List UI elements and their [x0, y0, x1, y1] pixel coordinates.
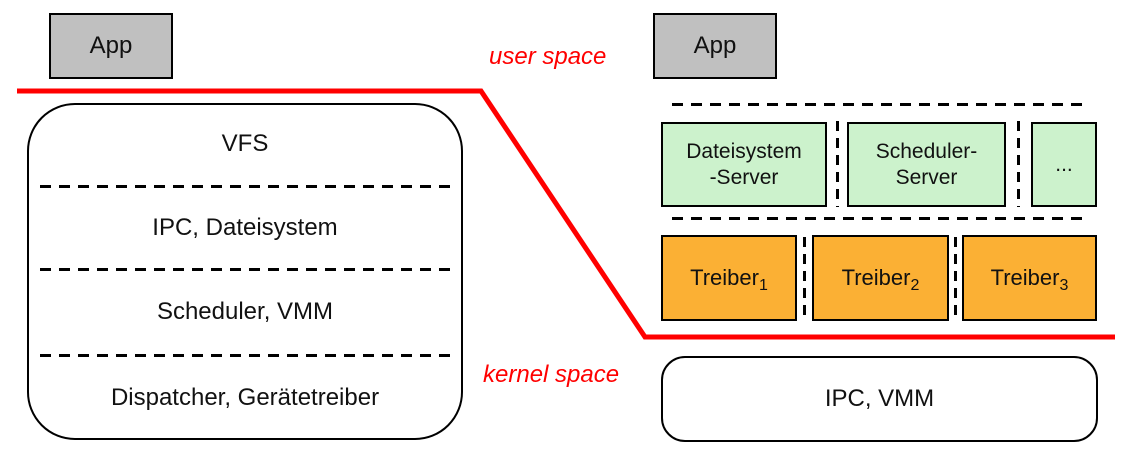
layer-divider-3 — [40, 354, 458, 357]
kernel-space-label: kernel space — [483, 361, 620, 388]
user-space-label: user space — [489, 43, 607, 70]
microkernel-app-box: App — [653, 13, 777, 79]
driver-label: Treiber2 — [841, 265, 920, 294]
monolithic-app-label: App — [89, 32, 133, 59]
server-box-scheduler: Scheduler- Server — [847, 122, 1006, 207]
driver-label: Treiber1 — [690, 265, 768, 294]
server-box-dateisystem: Dateisystem -Server — [661, 122, 827, 207]
server-label-line1: Dateisystem — [686, 139, 802, 163]
driver-subscript: 3 — [1059, 277, 1069, 294]
driver-base: Treiber — [690, 265, 759, 290]
microkernel-kernel-box: IPC, VMM — [661, 356, 1098, 442]
driver-subscript: 1 — [758, 277, 768, 294]
driver-base: Treiber — [841, 265, 911, 290]
server-separator-2 — [1017, 121, 1020, 207]
layer-scheduler-vmm: Scheduler, VMM — [156, 298, 334, 325]
microkernel-kernel-label: IPC, VMM — [824, 385, 935, 412]
server-box-ellipsis: ... — [1031, 122, 1097, 207]
layer-vfs: VFS — [221, 130, 269, 157]
driver-separator-2 — [954, 237, 957, 321]
layer-divider-1 — [40, 185, 458, 188]
driver-label: Treiber3 — [990, 265, 1069, 294]
monolithic-app-box: App — [49, 13, 173, 79]
server-separator-1 — [836, 121, 839, 207]
layer-dispatcher-geraetetreiber: Dispatcher, Gerätetreiber — [110, 384, 380, 411]
microkernel-app-label: App — [693, 32, 737, 59]
driver-separator-1 — [803, 237, 806, 321]
server-label-line1: ... — [1055, 152, 1073, 176]
servers-top-divider — [672, 103, 1088, 106]
servers-bottom-divider — [672, 217, 1088, 220]
driver-base: Treiber — [990, 265, 1060, 290]
layer-ipc-dateisystem: IPC, Dateisystem — [152, 214, 338, 241]
server-label-line2: Server — [895, 165, 958, 189]
driver-box-1: Treiber1 — [661, 235, 797, 321]
driver-subscript: 2 — [910, 277, 920, 294]
server-label-line2: -Server — [709, 165, 779, 189]
driver-box-3: Treiber3 — [962, 235, 1097, 321]
layer-divider-2 — [40, 268, 458, 271]
server-label-line1: Scheduler- — [875, 139, 978, 163]
driver-box-2: Treiber2 — [812, 235, 949, 321]
